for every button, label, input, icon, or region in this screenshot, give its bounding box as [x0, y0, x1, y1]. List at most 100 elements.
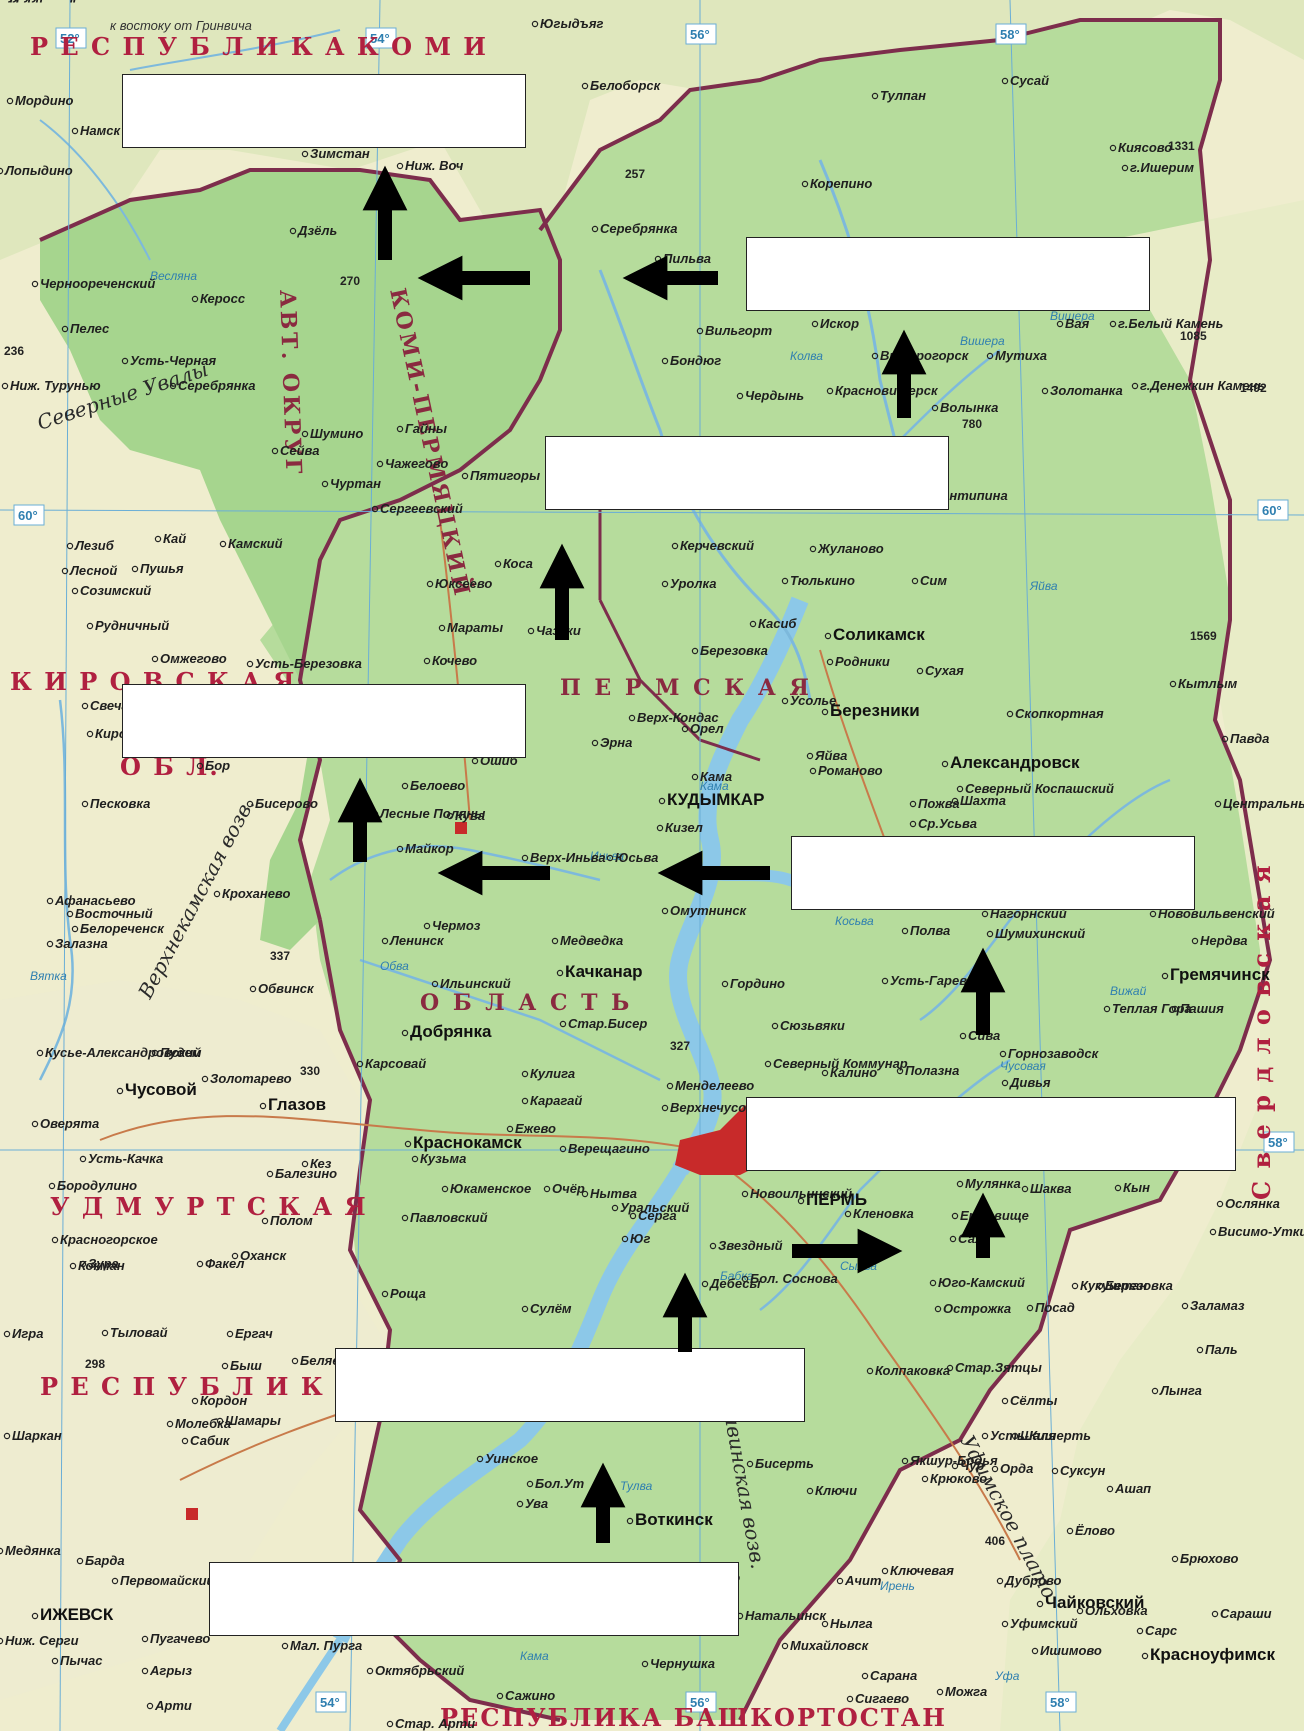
answer-box-6[interactable] — [746, 1097, 1236, 1171]
answer-box-7[interactable] — [335, 1348, 805, 1422]
city-dot — [981, 1432, 989, 1440]
city-label: Алнаши — [0, 0, 52, 3]
river-label: Уфа — [994, 1669, 1020, 1683]
city-label: Белоборск — [590, 78, 662, 93]
city-label: Стар.Зятцы — [955, 1360, 1042, 1375]
city-dot — [1121, 164, 1129, 172]
height-label: 298 — [85, 1357, 105, 1371]
city-label: Северный Коспашский — [965, 781, 1114, 796]
city-label: Зура — [88, 1256, 119, 1271]
city-dot — [1136, 1627, 1144, 1635]
answer-box-2[interactable] — [746, 237, 1150, 311]
city-dot — [506, 1125, 514, 1133]
parallel-60 — [0, 509, 1304, 516]
city-label: Искор — [820, 316, 859, 331]
city-dot — [48, 1182, 56, 1190]
city-dot — [396, 845, 404, 853]
city-dot — [996, 1577, 1004, 1585]
city-dot — [661, 1104, 669, 1112]
city-dot — [121, 357, 129, 365]
height-label: 1331 — [1168, 139, 1195, 153]
city-label: Глазов — [268, 1095, 326, 1114]
city-label: Шаля — [1020, 1428, 1056, 1443]
city-label: Чайковский — [1045, 1593, 1144, 1612]
city-label: Чазаки — [536, 623, 581, 638]
degree-labels: 52° 54° 56° 58° 60° 60° 58° 54° 56° 58° — [13, 23, 1295, 1713]
city-label: Ачит — [844, 1573, 882, 1588]
river-label: Кама — [700, 779, 729, 793]
river-label: Колва — [790, 349, 823, 363]
city-label: Вишерский запов. — [0, 0, 119, 3]
city-label: Верещагино — [568, 1141, 650, 1156]
city-dot — [909, 820, 917, 828]
city-label: Сива — [968, 1028, 1000, 1043]
city-label: Нердва — [1200, 933, 1248, 948]
city-dot — [146, 1702, 154, 1710]
city-label: Омутнинск — [670, 903, 748, 918]
city-label: Амзя — [0, 0, 33, 3]
city-dot — [581, 1190, 589, 1198]
city-label: Александровск — [950, 753, 1080, 772]
river-north — [129, 29, 341, 71]
city-dot — [866, 1367, 874, 1375]
river-label: Вишера — [1050, 309, 1095, 323]
city-dot — [626, 1517, 634, 1525]
city-dot — [281, 1642, 289, 1650]
city-dot — [981, 910, 989, 918]
city-dot — [3, 1432, 11, 1440]
answer-box-4[interactable] — [122, 684, 526, 758]
city-label: Березовка — [700, 643, 768, 658]
city-label: Бородулино — [57, 1178, 137, 1193]
city-label: Северный Коммунар — [773, 1056, 908, 1071]
city-dot — [946, 1364, 954, 1372]
chusovaya-river — [919, 778, 1171, 1022]
city-label: г.Ишерим — [1130, 160, 1194, 175]
city-dot — [69, 1262, 77, 1270]
city-dot — [581, 82, 589, 90]
city-dot — [116, 1087, 124, 1095]
degree-label: 58° — [1050, 1695, 1070, 1710]
city-dot — [231, 1252, 239, 1260]
okrug-border — [39, 168, 562, 921]
city-label: Посад — [1035, 1300, 1075, 1315]
city-label: Пудем — [160, 1045, 202, 1060]
answer-box-3[interactable] — [545, 436, 949, 510]
city-dot — [51, 1236, 59, 1244]
city-dot — [246, 800, 254, 808]
city-dot — [66, 910, 74, 918]
city-label: Сараши — [1220, 1606, 1272, 1621]
city-label: Вишерогорск — [880, 348, 970, 363]
city-dot — [196, 1260, 204, 1268]
city-label: Заламаз — [1190, 1298, 1245, 1313]
city-label: Сарана — [870, 1668, 917, 1683]
city-label: Яйва — [814, 748, 847, 763]
river-label: Сылва — [840, 1259, 877, 1273]
city-dot — [658, 797, 666, 805]
city-dot — [386, 1720, 394, 1728]
kama-reservoir-south — [332, 1165, 687, 1644]
city-label: Кузьма — [420, 1151, 466, 1166]
city-dot — [266, 1170, 274, 1178]
city-dot — [46, 897, 54, 905]
city-dot — [921, 1475, 929, 1483]
city-dot — [404, 1140, 412, 1148]
city-label: Кува — [455, 808, 485, 823]
degree-label: 58° — [1268, 1135, 1288, 1150]
height-labels: 257 270 1331 1085 1492 780 1569 337 327 … — [4, 139, 1267, 1548]
city-label: Белоево — [410, 778, 465, 793]
city-label: Мордино — [15, 93, 74, 108]
city-dot — [441, 1185, 449, 1193]
city-dot — [1001, 77, 1009, 85]
city-dot — [1149, 910, 1157, 918]
answer-box-5[interactable] — [791, 836, 1195, 910]
degree-label: 56° — [690, 1695, 710, 1710]
city-dot — [301, 430, 309, 438]
city-label: Бол.Ут — [535, 1476, 585, 1491]
city-label: Югыдъяг — [540, 16, 603, 31]
city-dot — [559, 1020, 567, 1028]
answer-box-1[interactable] — [122, 74, 526, 148]
answer-box-8[interactable] — [209, 1562, 739, 1636]
city-dot — [166, 1420, 174, 1428]
river-label: Косьва — [835, 914, 874, 928]
